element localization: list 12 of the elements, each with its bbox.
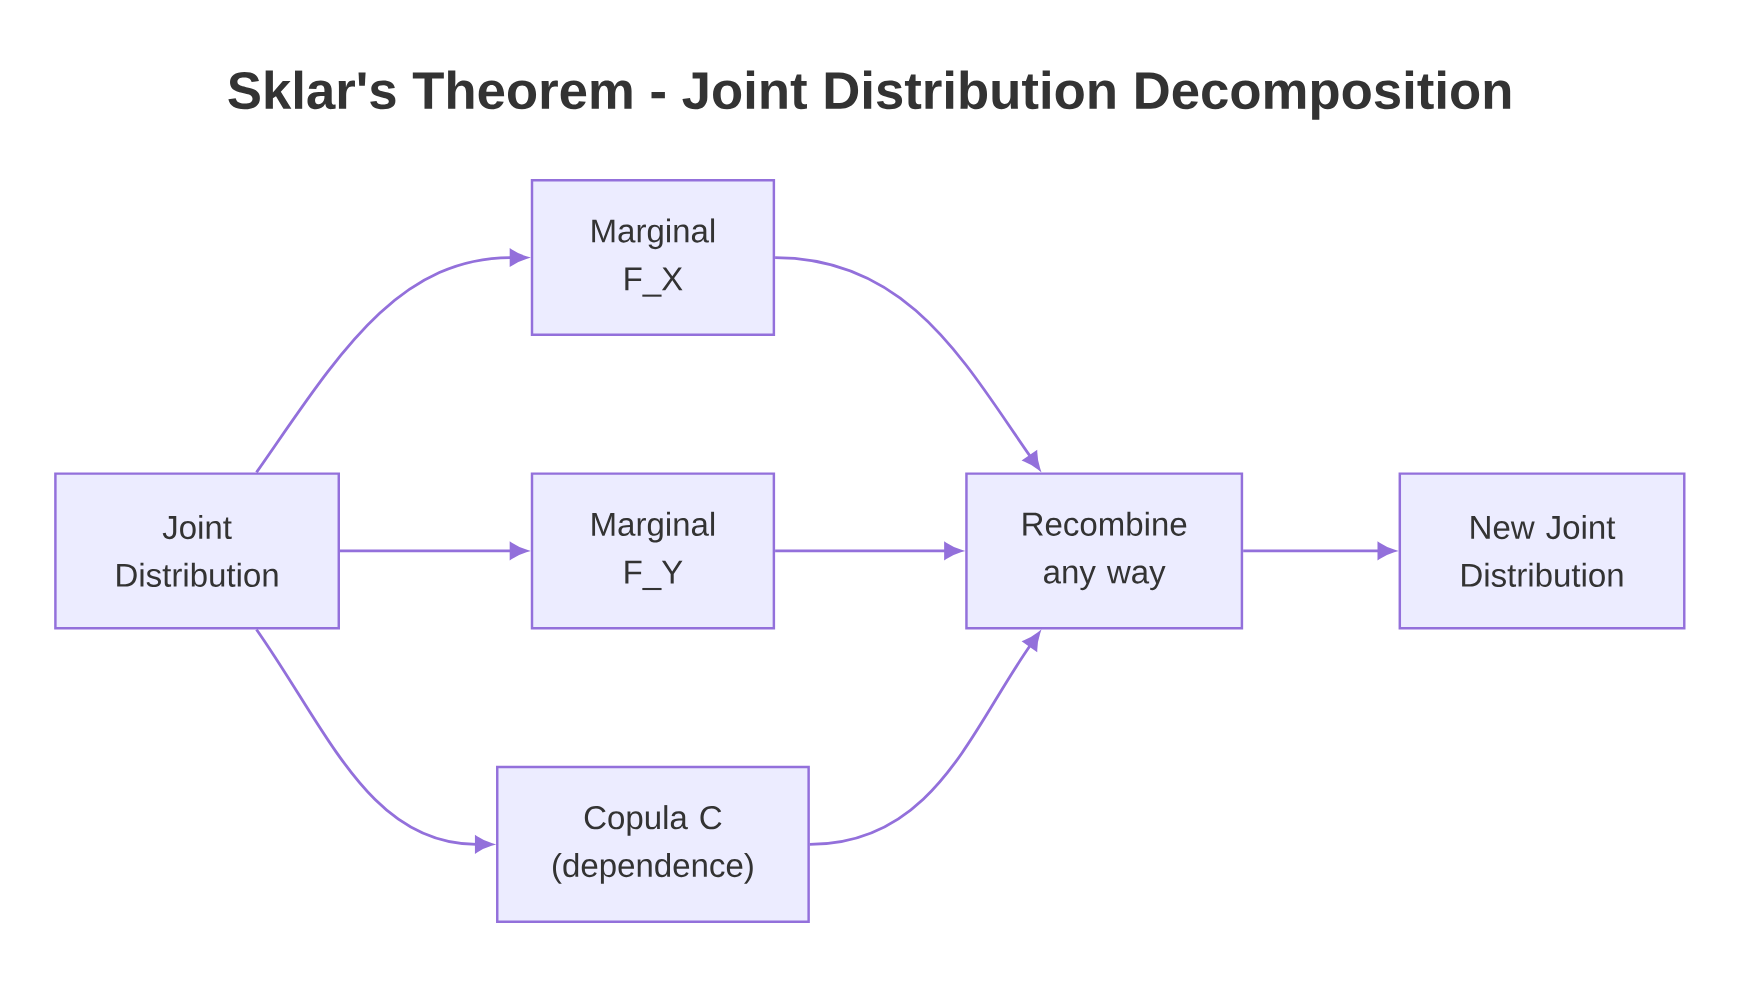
arrow — [340, 542, 528, 560]
diagram-title: Sklar's Theorem - Joint Distribution Decomposition — [228, 70, 1511, 120]
process-box: Copula C (dependence) — [496, 765, 810, 923]
process-box: Joint Distribution — [54, 472, 340, 630]
process-box: New Joint Distribution — [1398, 472, 1686, 630]
process-box: Marginal F_X — [530, 178, 776, 336]
arrow — [775, 255, 1041, 470]
arrow — [809, 631, 1041, 846]
process-box: Recombine any way — [965, 472, 1244, 630]
arrow — [775, 542, 962, 560]
process-box: Marginal F_Y — [530, 472, 776, 630]
arrow — [1243, 542, 1396, 560]
